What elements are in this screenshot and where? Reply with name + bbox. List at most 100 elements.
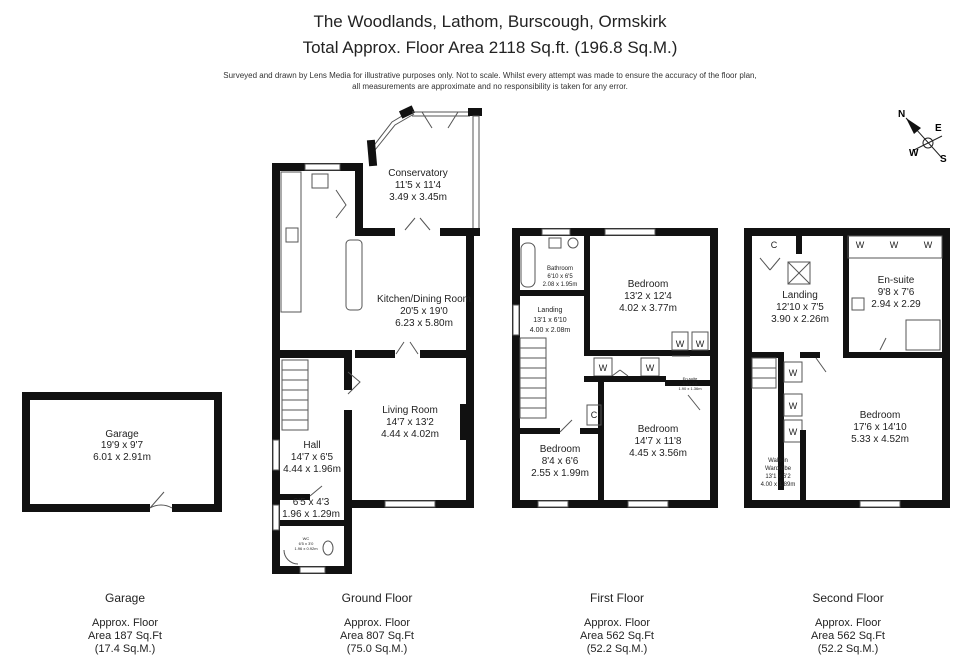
kitchen-metric: 6.23 x 5.80m xyxy=(395,318,453,329)
ensuite2-imperial: 9'8 x 7'6 xyxy=(878,287,915,298)
walkin-metric: 4.00 x 1.89m xyxy=(761,482,796,488)
marker-w: W xyxy=(646,363,655,373)
landing1-metric: 4.00 x 2.08m xyxy=(530,327,571,334)
living-name: Living Room xyxy=(382,405,438,416)
compass-s: S xyxy=(940,154,947,165)
conservatory-imperial: 11'5 x 11'4 xyxy=(395,180,442,191)
floor-area-line-3: (52.2 Sq.M.) xyxy=(817,643,879,655)
first-floor-caption: First Floor Approx. Floor Area 562 Sq.Ft… xyxy=(537,592,697,656)
kitchen-name: Kitchen/Dining Room xyxy=(377,294,471,305)
bedroom4-metric: 5.33 x 4.52m xyxy=(851,434,909,445)
first-floor-plan xyxy=(512,228,718,508)
marker-c: C xyxy=(591,410,598,420)
wc-name: WC xyxy=(303,536,310,541)
second-floor-plan xyxy=(744,228,950,508)
marker-w: W xyxy=(789,427,798,437)
bedroom3-metric: 2.55 x 1.99m xyxy=(531,468,589,479)
ensuite1-imperial: 6'3 x 4'6 xyxy=(683,381,698,386)
floor-name: Ground Floor xyxy=(341,591,413,605)
wc-imperial: 6'5 x 3'0 xyxy=(299,541,314,546)
bedroom3-name: Bedroom xyxy=(540,444,581,455)
bedroom2-name: Bedroom xyxy=(638,424,679,435)
ground-floor-caption: Ground Floor Approx. Floor Area 807 Sq.F… xyxy=(297,592,457,656)
wardrobe-markers: W W W W C C W W W W W W xyxy=(591,240,933,437)
walkin-name-1: Walk-in xyxy=(768,458,788,464)
bedroom4-imperial: 17'6 x 14'10 xyxy=(853,422,907,433)
marker-c: C xyxy=(771,240,778,250)
porch-imperial: 6'5 x 4'3 xyxy=(293,497,330,508)
porch-metric: 1.96 x 1.29m xyxy=(282,509,340,520)
room-labels: Garage 19'9 x 9'7 6.01 x 2.91m Conservat… xyxy=(93,168,921,551)
marker-w: W xyxy=(924,240,933,250)
floor-area-line-1: Approx. Floor xyxy=(343,617,411,629)
total-floor-area: Total Approx. Floor Area 2118 Sq.ft. (19… xyxy=(302,38,678,57)
ensuite1-name: En-suite xyxy=(683,376,698,381)
bedroom3-imperial: 8'4 x 6'6 xyxy=(542,456,579,467)
wc-metric: 1.96 x 0.92m xyxy=(294,546,318,551)
landing2-imperial: 12'10 x 7'5 xyxy=(776,302,824,313)
kitchen-imperial: 20'5 x 19'0 xyxy=(400,306,448,317)
landing1-imperial: 13'1 x 6'10 xyxy=(533,317,567,324)
garage-name: Garage xyxy=(105,429,139,440)
marker-w: W xyxy=(599,363,608,373)
floor-name: Second Floor xyxy=(812,591,884,605)
floor-area-line-2: Area 562 Sq.Ft xyxy=(580,630,654,642)
hall-metric: 4.44 x 1.96m xyxy=(283,464,341,475)
floor-area-line-1: Approx. Floor xyxy=(583,617,651,629)
bedroom1-name: Bedroom xyxy=(628,279,669,290)
walkin-imperial: 13'1 x 6'2 xyxy=(765,474,791,480)
compass-icon: N E S W xyxy=(898,109,947,165)
walkin-name-2: Wardrobe xyxy=(765,466,792,472)
floor-area-line-3: (52.2 Sq.M.) xyxy=(586,643,648,655)
floor-area-line-2: Area 807 Sq.Ft xyxy=(340,630,414,642)
marker-w: W xyxy=(890,240,899,250)
garage-plan xyxy=(22,392,222,512)
floor-name: Garage xyxy=(104,591,146,605)
bedroom2-imperial: 14'7 x 11'8 xyxy=(634,436,681,447)
garage-metric: 6.01 x 2.91m xyxy=(93,452,151,463)
landing1-name: Landing xyxy=(538,307,563,314)
marker-w: W xyxy=(676,339,685,349)
landing2-name: Landing xyxy=(782,290,818,301)
bathroom-imperial: 6'10 x 6'5 xyxy=(547,274,573,280)
marker-w: W xyxy=(856,240,865,250)
floor-area-line-2: Area 187 Sq.Ft xyxy=(88,630,162,642)
floor-area-line-1: Approx. Floor xyxy=(91,617,159,629)
living-imperial: 14'7 x 13'2 xyxy=(386,417,434,428)
bedroom1-imperial: 13'2 x 12'4 xyxy=(624,291,672,302)
hall-imperial: 14'7 x 6'5 xyxy=(291,452,334,463)
ensuite2-name: En-suite xyxy=(878,275,915,286)
bathroom-name: Bathroom xyxy=(547,266,573,272)
marker-w: W xyxy=(789,401,798,411)
compass-e: E xyxy=(935,123,942,134)
hall-name: Hall xyxy=(303,440,320,451)
floor-area-line-3: (75.0 Sq.M.) xyxy=(346,643,408,655)
marker-w: W xyxy=(789,368,798,378)
conservatory-metric: 3.49 x 3.45m xyxy=(389,192,447,203)
disclaimer-line-2: all measurements are approximate and no … xyxy=(352,82,628,91)
bedroom4-name: Bedroom xyxy=(860,410,901,421)
living-metric: 4.44 x 4.02m xyxy=(381,429,439,440)
compass-n: N xyxy=(898,109,905,120)
bedroom1-metric: 4.02 x 3.77m xyxy=(619,303,677,314)
floor-area-line-3: (17.4 Sq.M.) xyxy=(94,643,156,655)
garage-floor-caption: Garage Approx. Floor Area 187 Sq.Ft (17.… xyxy=(45,592,205,656)
floor-name: First Floor xyxy=(590,591,644,605)
disclaimer-line-1: Surveyed and drawn by Lens Media for ill… xyxy=(223,71,757,80)
ensuite1-metric: 1.90 x 1.36m xyxy=(678,386,702,391)
floor-area-line-1: Approx. Floor xyxy=(814,617,882,629)
landing2-metric: 3.90 x 2.26m xyxy=(771,314,829,325)
conservatory-name: Conservatory xyxy=(388,168,447,179)
disclaimer: Surveyed and drawn by Lens Media for ill… xyxy=(0,70,980,92)
second-floor-caption: Second Floor Approx. Floor Area 562 Sq.F… xyxy=(768,592,928,656)
garage-imperial: 19'9 x 9'7 xyxy=(101,440,144,451)
bathroom-metric: 2.08 x 1.95m xyxy=(543,282,578,288)
ensuite2-metric: 2.94 x 2.29 xyxy=(871,299,921,310)
plan-title: The Woodlands, Lathom, Burscough, Ormski… xyxy=(313,12,667,31)
bedroom2-metric: 4.45 x 3.56m xyxy=(629,448,687,459)
floor-area-line-2: Area 562 Sq.Ft xyxy=(811,630,885,642)
marker-w: W xyxy=(696,339,705,349)
compass-w: W xyxy=(909,148,919,159)
ground-floor-plan xyxy=(272,105,482,574)
